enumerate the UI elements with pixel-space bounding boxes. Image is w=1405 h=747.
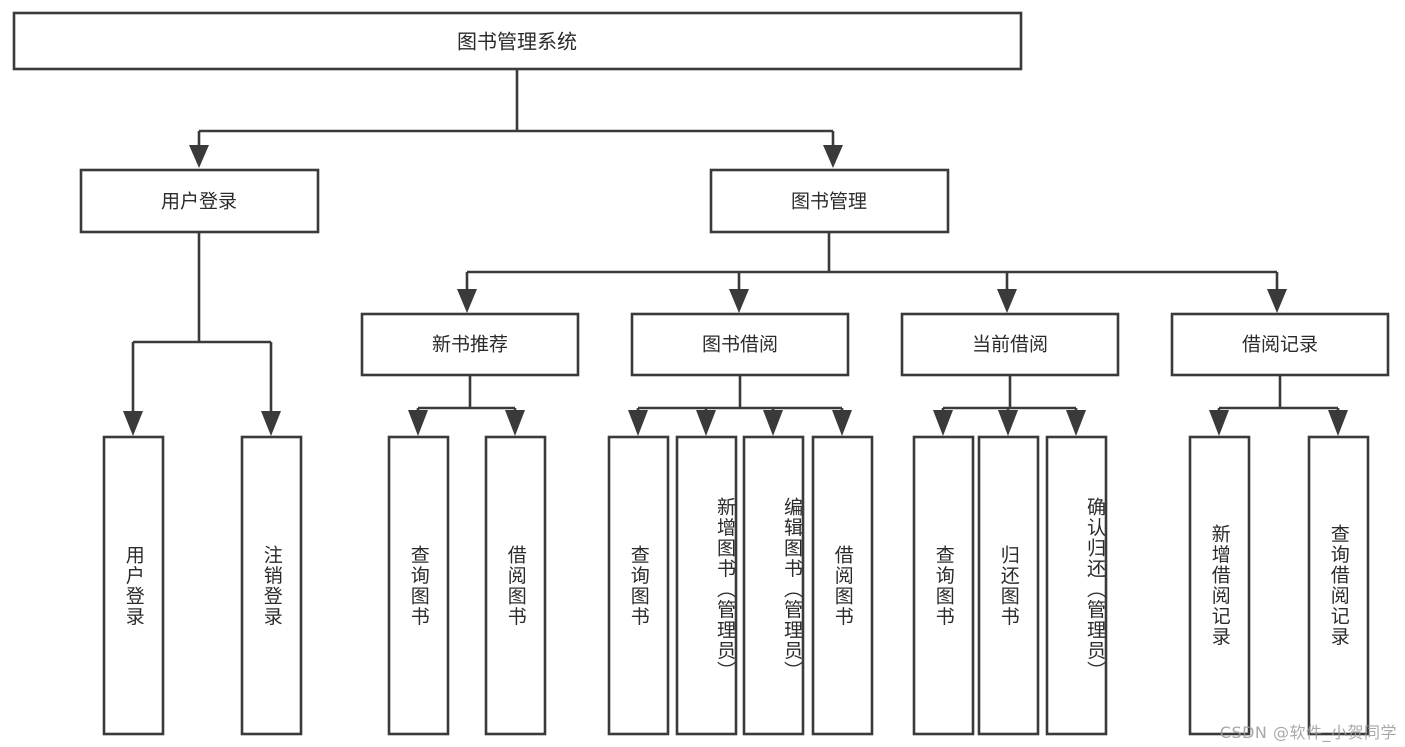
arrowhead-leaf-logout-login (261, 411, 281, 436)
node-box-layer (12, 11, 1390, 736)
node-leaf-return-book[interactable] (977, 435, 1040, 736)
arrowhead-current-borrow (997, 289, 1017, 313)
arrowhead-leaf-query-borrow-record (1328, 410, 1348, 436)
node-current-borrow[interactable] (900, 312, 1120, 377)
node-leaf-user-login[interactable] (102, 435, 165, 736)
node-borrow-record[interactable] (1170, 312, 1390, 377)
label-leaf-query-book-2: 查询图书 (627, 544, 650, 627)
arrowhead-leaf-query-book-2 (628, 410, 648, 436)
node-leaf-edit-book-admin[interactable] (742, 435, 805, 736)
arrowhead-book-borrow (729, 289, 749, 313)
node-leaf-query-book-2[interactable] (607, 435, 670, 736)
label-user-login: 用户登录 (161, 191, 237, 213)
arrowhead-leaf-return-book (998, 410, 1018, 436)
node-leaf-borrow-book-1[interactable] (484, 435, 547, 736)
arrowhead-leaf-add-borrow-record (1209, 410, 1229, 436)
arrowhead-leaf-query-book-3 (933, 410, 953, 436)
label-book-borrow: 图书借阅 (702, 334, 778, 356)
horizontal-label-layer: 图书管理系统 用户登录 图书管理 新书推荐 图书借阅 当前借阅 借阅记录 (161, 30, 1318, 356)
arrowhead-leaf-borrow-book-1 (505, 410, 525, 436)
arrowhead-leaf-edit-book-admin (763, 410, 783, 436)
node-new-book-recommend[interactable] (360, 312, 580, 377)
label-leaf-logout-login: 注销登录 (260, 544, 283, 627)
label-leaf-add-borrow-record: 新增借阅记录 (1208, 524, 1231, 647)
arrowhead-leaf-user-login (123, 411, 143, 436)
node-leaf-query-borrow-record[interactable] (1307, 435, 1370, 736)
node-leaf-borrow-book-2[interactable] (811, 435, 874, 736)
watermark-text: CSDN @软件_小贺同学 (1219, 723, 1397, 742)
label-book-management: 图书管理 (791, 191, 867, 213)
label-leaf-borrow-book-1: 借阅图书 (504, 544, 527, 627)
label-root: 图书管理系统 (457, 30, 577, 54)
node-user-login[interactable] (79, 168, 320, 234)
arrowhead-leaf-borrow-book-2 (832, 410, 852, 436)
label-leaf-query-book-3: 查询图书 (932, 544, 955, 627)
node-root[interactable] (12, 11, 1023, 71)
arrowhead-leaf-add-book-admin (696, 410, 716, 436)
node-leaf-confirm-return-admin[interactable] (1045, 435, 1108, 736)
arrowhead-book-management (823, 145, 843, 168)
node-leaf-query-book-1[interactable] (387, 435, 450, 736)
label-leaf-query-book-1: 查询图书 (407, 544, 430, 627)
arrowhead-borrow-record (1267, 289, 1287, 313)
node-book-management[interactable] (709, 168, 950, 234)
connector-layer (123, 70, 1348, 436)
arrowhead-leaf-confirm-return-admin (1066, 410, 1086, 436)
node-leaf-add-borrow-record[interactable] (1188, 435, 1251, 736)
label-current-borrow: 当前借阅 (972, 334, 1048, 356)
label-leaf-query-borrow-record: 查询借阅记录 (1327, 524, 1350, 647)
label-leaf-return-book: 归还图书 (997, 544, 1020, 627)
label-leaf-confirm-return-admin: 确认归还（管理员） (1084, 497, 1106, 682)
label-leaf-edit-book-admin: 编辑图书（管理员） (781, 497, 803, 682)
node-book-borrow[interactable] (630, 312, 850, 377)
node-leaf-logout-login[interactable] (240, 435, 303, 736)
label-leaf-user-login: 用户登录 (122, 544, 145, 627)
label-leaf-add-book-admin: 新增图书（管理员） (714, 497, 736, 682)
label-leaf-borrow-book-2: 借阅图书 (831, 544, 854, 627)
arrowhead-leaf-query-book-1 (408, 410, 428, 436)
node-leaf-query-book-3[interactable] (912, 435, 975, 736)
label-new-book-recommend: 新书推荐 (432, 334, 508, 356)
node-leaf-add-book-admin[interactable] (675, 435, 738, 736)
arrowhead-new-book-recommend (457, 289, 477, 313)
arrowhead-user-login (189, 145, 209, 168)
label-borrow-record: 借阅记录 (1242, 334, 1318, 356)
